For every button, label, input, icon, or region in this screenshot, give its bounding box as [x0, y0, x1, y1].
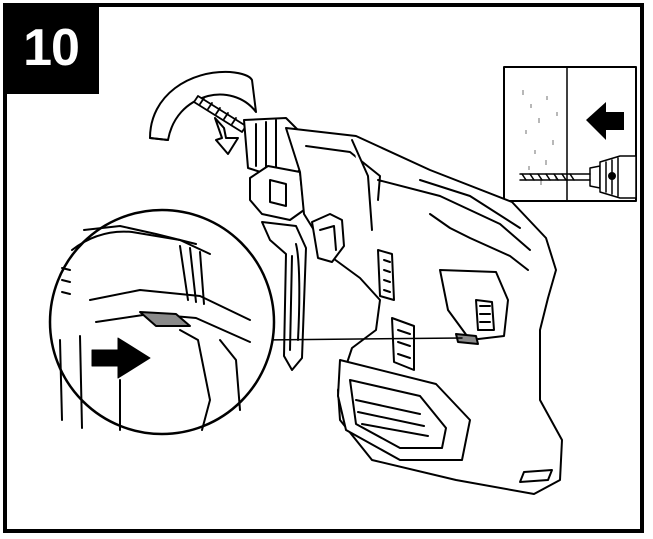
- zoom-inset: [48, 208, 276, 436]
- direction-arrow-icon: [586, 102, 624, 140]
- inset-chuck: [589, 155, 637, 199]
- callout-line: [261, 337, 463, 341]
- push-arrow-icon: [91, 337, 151, 379]
- rotary-hammer-drill: [243, 117, 563, 495]
- release-button: [139, 311, 191, 327]
- drill-bit: [193, 95, 247, 133]
- inset-drill-bit: [519, 173, 591, 181]
- step-number-badge: 10: [3, 3, 99, 94]
- wall-inset: [503, 66, 637, 202]
- rotation-arrow-icon: [149, 70, 257, 155]
